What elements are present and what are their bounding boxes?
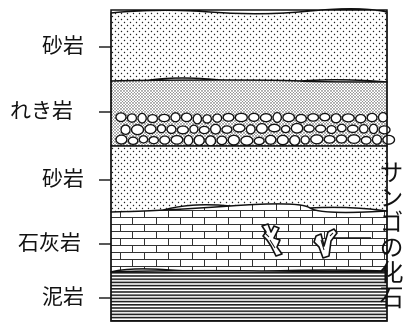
pebble — [148, 136, 160, 145]
pebble — [170, 112, 181, 123]
pebble — [202, 114, 213, 124]
layer-sandstone-top — [110, 7, 388, 84]
label-leaders — [99, 46, 371, 299]
layer-label-limestone: 石灰岩 — [18, 231, 81, 255]
pebble — [216, 135, 228, 146]
pebble — [192, 113, 203, 125]
layer-label-mudstone: 泥岩 — [42, 285, 84, 309]
pebble — [232, 123, 246, 133]
pebble — [221, 125, 233, 134]
fossil-label: サンゴの化石 — [375, 160, 403, 310]
pebble — [314, 124, 327, 133]
pebble — [227, 134, 241, 146]
layer-label-sandstone-middle: 砂岩 — [42, 167, 84, 191]
pebble — [268, 123, 281, 133]
pebble — [248, 112, 260, 122]
pebble — [366, 112, 378, 123]
pebble — [127, 136, 139, 146]
pebble — [319, 112, 331, 122]
pebble — [276, 134, 289, 146]
pebble — [290, 122, 304, 134]
pebble — [176, 125, 190, 135]
pebble — [137, 112, 147, 124]
layer-label-sandstone-top: 砂岩 — [42, 34, 84, 58]
pebble — [222, 112, 235, 122]
layer-mudstone — [110, 269, 388, 322]
pebble — [336, 123, 347, 133]
pebble — [159, 135, 171, 145]
pebble — [326, 124, 337, 135]
pebble — [280, 124, 291, 134]
pebble — [255, 123, 268, 134]
pebble — [130, 124, 145, 136]
pebble — [330, 113, 342, 124]
pebble — [180, 112, 193, 123]
layer-label-conglomerate: れき岩 — [10, 99, 73, 123]
pebble — [310, 134, 324, 145]
pebble — [156, 124, 167, 134]
pebble — [347, 134, 361, 144]
pebble — [360, 135, 372, 145]
pebble — [371, 134, 383, 145]
pebble — [368, 123, 379, 135]
pebble — [138, 135, 149, 144]
pebble — [253, 136, 265, 146]
pebble — [382, 134, 396, 145]
pebble — [166, 124, 177, 135]
pebble — [346, 124, 359, 134]
pebble — [120, 124, 131, 136]
pebble — [144, 123, 157, 135]
pebble — [272, 111, 283, 124]
pebble — [303, 124, 315, 133]
pebble — [234, 112, 248, 123]
pebble — [115, 134, 128, 145]
pebble — [300, 135, 310, 145]
conglomerate-pebbles — [115, 111, 396, 147]
pebble — [126, 113, 138, 123]
column-frame — [110, 9, 388, 322]
pebble — [170, 134, 184, 145]
coral-fossil-icon — [261, 223, 283, 257]
pebble — [205, 135, 217, 147]
pebble — [198, 125, 210, 135]
pebble — [193, 134, 205, 146]
pebble — [289, 134, 301, 146]
pebble — [147, 113, 159, 124]
pebble — [358, 123, 369, 134]
pebble — [240, 135, 254, 146]
pebble — [295, 113, 307, 124]
pebble — [115, 112, 127, 123]
pebble — [335, 134, 348, 144]
pebble — [189, 124, 199, 134]
pebble — [355, 113, 367, 124]
pebble — [307, 113, 320, 122]
pebble — [158, 113, 171, 123]
pebble — [377, 111, 389, 123]
pebble — [341, 113, 355, 123]
coral-fossil-icon — [313, 228, 338, 259]
pebble — [259, 113, 273, 123]
pebble — [212, 113, 223, 123]
pebble — [378, 125, 391, 135]
pebble — [209, 123, 222, 135]
pebble — [264, 134, 277, 145]
pebble — [183, 134, 194, 146]
pebble — [323, 134, 336, 144]
pebble — [245, 124, 256, 135]
pebble — [282, 112, 296, 123]
